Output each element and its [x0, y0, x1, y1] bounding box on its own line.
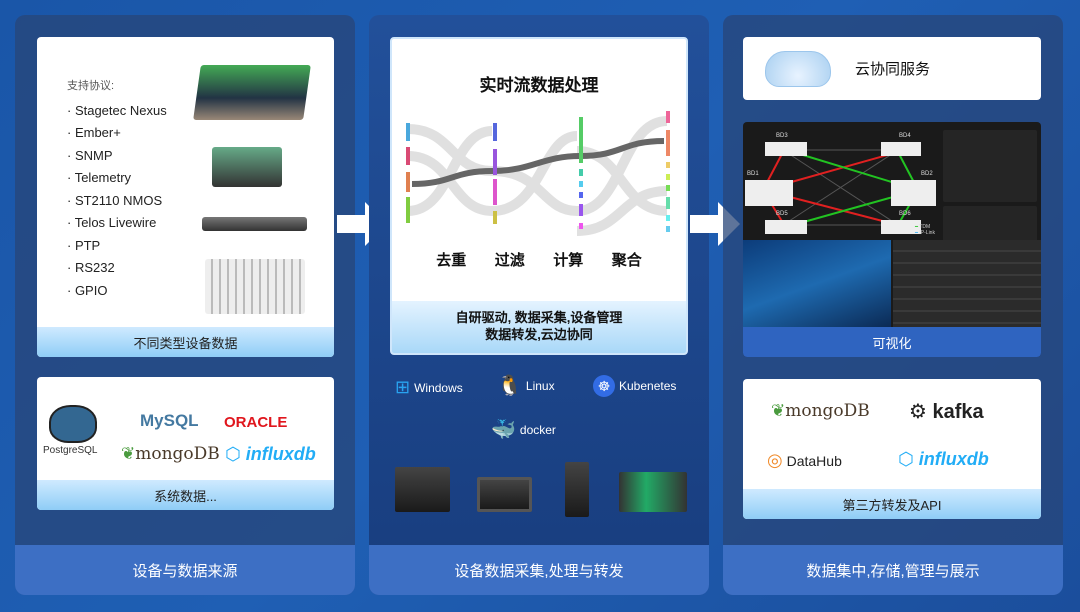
- stream-title: 实时流数据处理: [479, 76, 599, 95]
- centralization-footer: 数据集中,存储,管理与展示: [723, 545, 1063, 595]
- step-dedup: 去重: [436, 252, 467, 269]
- datahub-logo: ◎ DataHub: [767, 450, 842, 471]
- sources-footer: 设备与数据来源: [15, 545, 355, 595]
- intercom-device-image: [212, 147, 282, 187]
- cloud-service-label: 云协同服务: [855, 61, 931, 78]
- step-filter: 过滤: [494, 252, 525, 269]
- docker-whale-icon: 🐳: [491, 419, 516, 441]
- node-bd4: BD4: [899, 133, 911, 139]
- postgresql-logo: PostgreSQL: [43, 445, 98, 456]
- panel-data-sources: 支持协议: · Stagetec Nexus · Ember+ · SNMP · Te…: [15, 15, 355, 595]
- influxdb-label: influxdb: [245, 444, 316, 464]
- caption-line-2: 数据转发,云边协同: [485, 327, 593, 342]
- device-data-card: 支持协议: · Stagetec Nexus · Ember+ · SNMP · Te…: [37, 37, 334, 357]
- protocols-title: 支持协议:: [67, 80, 115, 92]
- cloud-service-card: 云协同服务: [743, 37, 1041, 100]
- mysql-logo: MySQL: [140, 411, 199, 430]
- panel-centralization: 云协同服务 BD3 BD4 BD1 BD2 BD5 BD6 ━ TDM━ IP-…: [723, 15, 1063, 595]
- platform-linux: 🐧Linux: [497, 373, 555, 398]
- protocol-item: · RS232: [67, 260, 115, 275]
- step-compute: 计算: [553, 252, 584, 269]
- system-data-card: PostgreSQL MySQL ORACLE ❦mongoDB ⬡ influ…: [37, 377, 334, 510]
- 3d-datacenter-view: [743, 240, 891, 327]
- sankey-highlight-flow: [411, 138, 665, 187]
- node-bd2: BD2: [921, 171, 933, 177]
- cloud-icon: [765, 50, 831, 87]
- mongodb-label: mongoDB: [135, 444, 220, 464]
- oracle-logo: ORACLE: [224, 414, 288, 431]
- protocol-item: · Stagetec Nexus: [67, 102, 167, 118]
- protocol-item: · Ember+: [67, 125, 121, 140]
- datahub-label: DataHub: [786, 453, 842, 469]
- rack-chassis-image: [205, 259, 305, 314]
- edge-gateway-image: [395, 467, 450, 512]
- kafka-icon: ⚙: [909, 401, 927, 423]
- platform-windows: ⊞Windows: [395, 377, 463, 398]
- api-caption: 第三方转发及API: [743, 489, 1041, 519]
- mongodb-logo: ❦mongoDB: [771, 401, 870, 421]
- kafka-label: kafka: [932, 401, 984, 423]
- mongodb-logo: ❦mongoDB: [121, 444, 220, 464]
- protocol-item: · PTP: [67, 237, 101, 253]
- server-tower-image: [565, 462, 589, 517]
- network-switch-image: [202, 217, 307, 231]
- processing-steps: 去重 过滤 计算 聚合: [392, 249, 686, 270]
- node-bd6: BD6: [899, 211, 911, 217]
- influxdb-icon: ⬡: [225, 444, 241, 464]
- protocol-item: · Telemetry: [67, 170, 132, 185]
- stream-processing-card: 实时流数据处理 去重 过滤 计算 聚合 自研驱动, 数据采集,设备管理 数据转发…: [390, 37, 688, 355]
- panel-processing: 实时流数据处理 去重 过滤 计算 聚合 自研驱动, 数据采集,设备管理 数据转发…: [369, 15, 709, 595]
- platform-docker: 🐳docker: [491, 417, 556, 442]
- visualization-caption: 可视化: [743, 327, 1041, 357]
- influxdb-label: influxdb: [918, 449, 989, 469]
- linux-label: Linux: [525, 378, 555, 393]
- node-bd5: BD5: [776, 211, 788, 217]
- topology-legend: ━ TDM━ IP-Link: [915, 224, 935, 236]
- third-party-card: ❦mongoDB ⚙ kafka ◎ DataHub ⬡ influxdb 第三…: [743, 379, 1041, 519]
- mongodb-leaf-icon: ❦: [121, 444, 136, 464]
- panel-pc-image: [477, 477, 532, 512]
- topology-graph: [745, 142, 936, 234]
- windows-label: Windows: [414, 380, 463, 395]
- node-bd1: BD1: [747, 171, 759, 177]
- protocol-item: · Telos Livewire: [67, 215, 157, 230]
- io-module-image: [619, 472, 687, 512]
- system-caption: 系统数据...: [37, 480, 334, 510]
- protocol-item: · SNMP: [67, 147, 113, 163]
- mixing-console-image: [193, 65, 311, 120]
- sankey-diagram: [406, 111, 670, 236]
- caption-line-1: 自研驱动, 数据采集,设备管理: [455, 310, 623, 325]
- devices-caption: 不同类型设备数据: [37, 327, 334, 357]
- datahub-icon: ◎: [767, 450, 783, 470]
- linux-penguin-icon: 🐧: [497, 375, 522, 397]
- protocol-list: 支持协议: · Stagetec Nexus · Ember+ · SNMP · Te…: [67, 75, 167, 302]
- processing-footer: 设备数据采集,处理与转发: [369, 545, 709, 595]
- sankey-nodes: [406, 111, 670, 232]
- postgresql-elephant-icon: [49, 405, 97, 443]
- node-bd3: BD3: [776, 133, 788, 139]
- platform-kubernetes: ☸ Kubenetes: [593, 375, 676, 397]
- kubernetes-label: Kubenetes: [619, 379, 677, 393]
- kubernetes-helm-icon: ☸: [593, 375, 615, 397]
- legend-tdm: TDM: [919, 224, 931, 230]
- kafka-logo: ⚙ kafka: [909, 399, 984, 424]
- protocol-item: · ST2110 NMOS: [67, 192, 163, 208]
- influxdb-logo: ⬡ influxdb: [898, 449, 989, 470]
- legend-ip-link: IP-Link: [919, 230, 935, 236]
- status-table: [943, 130, 1037, 202]
- influxdb-icon: ⬡: [898, 449, 914, 469]
- info-panel: [943, 206, 1037, 246]
- protocol-item: · GPIO: [67, 282, 108, 298]
- dashboard-grid: [893, 240, 1041, 327]
- influxdb-logo: ⬡ influxdb: [225, 444, 316, 465]
- docker-label: docker: [519, 422, 556, 437]
- step-aggregate: 聚合: [611, 252, 642, 269]
- mongodb-leaf-icon: ❦: [771, 401, 786, 421]
- processing-caption: 自研驱动, 数据采集,设备管理 数据转发,云边协同: [392, 301, 686, 353]
- visualization-card: BD3 BD4 BD1 BD2 BD5 BD6 ━ TDM━ IP-Link 可…: [743, 122, 1041, 357]
- mongodb-label: mongoDB: [785, 401, 870, 421]
- windows-icon: ⊞: [395, 377, 411, 397]
